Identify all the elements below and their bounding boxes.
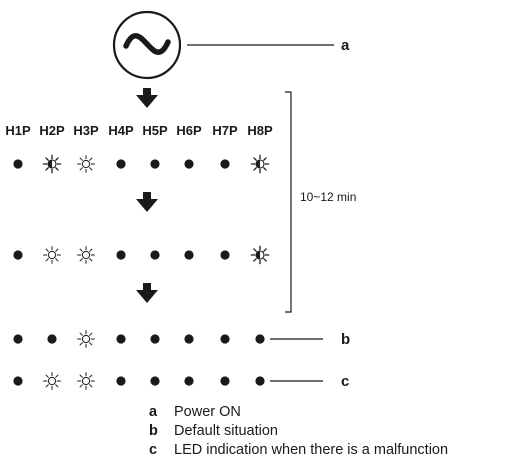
- legend-text: Power ON: [174, 404, 241, 420]
- led-header-h3p: H3P: [73, 123, 99, 138]
- led-header-row: H1P H2P H3P H4P H5P H6P H7P H8P: [5, 123, 273, 138]
- legend-text: LED indication when there is a malfuncti…: [174, 442, 448, 458]
- legend-text: Default situation: [174, 423, 278, 439]
- led-on-h7p: [220, 159, 230, 169]
- led-on-h7p: [220, 376, 230, 386]
- led-blink-h8p: [250, 245, 270, 265]
- led-on-h5p: [150, 159, 160, 169]
- led-blink-h2p: [42, 154, 62, 174]
- led-row: b: [13, 330, 350, 348]
- led-on-h1p: [13, 334, 23, 344]
- led-on-h4p: [116, 159, 126, 169]
- led-on-h6p: [184, 334, 194, 344]
- led-off-h2p: [43, 246, 61, 264]
- led-header-h8p: H8P: [247, 123, 273, 138]
- legend-key: a: [149, 404, 158, 420]
- legend-key: b: [149, 423, 158, 439]
- led-header-h5p: H5P: [142, 123, 168, 138]
- led-header-h4p: H4P: [108, 123, 134, 138]
- led-row: [13, 245, 270, 265]
- ac-power-icon: [112, 10, 182, 80]
- led-on-h5p: [150, 250, 160, 260]
- led-blink-h8p: [250, 154, 270, 174]
- legend-item: a Power ON: [149, 404, 241, 420]
- timing-bracket: [285, 91, 292, 313]
- led-on-h5p: [150, 376, 160, 386]
- led-on-h1p: [13, 376, 23, 386]
- led-off-h2p: [43, 372, 61, 390]
- callout-b-label: b: [341, 331, 350, 348]
- down-arrow-icon: [136, 283, 158, 303]
- led-on-h1p: [13, 250, 23, 260]
- callout-a-label: a: [341, 37, 350, 54]
- legend-key: c: [149, 442, 157, 458]
- led-on-h6p: [184, 159, 194, 169]
- led-on-h8p: [255, 376, 265, 386]
- led-on-h6p: [184, 250, 194, 260]
- led-off-h3p: [77, 330, 95, 348]
- led-on-h8p: [255, 334, 265, 344]
- led-on-h6p: [184, 376, 194, 386]
- led-on-h4p: [116, 250, 126, 260]
- led-on-h5p: [150, 334, 160, 344]
- legend-item: c LED indication when there is a malfunct…: [149, 442, 448, 458]
- led-rows: bc: [13, 154, 350, 390]
- duration-label: 10~12 min: [300, 190, 356, 204]
- led-header-h6p: H6P: [176, 123, 202, 138]
- led-header-h7p: H7P: [212, 123, 238, 138]
- led-off-h3p: [77, 246, 95, 264]
- led-on-h4p: [116, 376, 126, 386]
- led-on-h7p: [220, 334, 230, 344]
- led-on-h4p: [116, 334, 126, 344]
- led-on-h7p: [220, 250, 230, 260]
- down-arrow-icon: [136, 88, 158, 108]
- callout-c-label: c: [341, 373, 349, 390]
- led-header-h1p: H1P: [5, 123, 31, 138]
- legend: a Power ON b Default situation c LED indicati…: [149, 404, 448, 458]
- led-off-h3p: [77, 155, 95, 173]
- led-row: c: [13, 372, 349, 390]
- led-on-h2p: [47, 334, 57, 344]
- led-on-h1p: [13, 159, 23, 169]
- legend-item: b Default situation: [149, 423, 278, 439]
- down-arrow-icon: [136, 192, 158, 212]
- led-off-h3p: [77, 372, 95, 390]
- led-header-h2p: H2P: [39, 123, 65, 138]
- led-row: [13, 154, 270, 174]
